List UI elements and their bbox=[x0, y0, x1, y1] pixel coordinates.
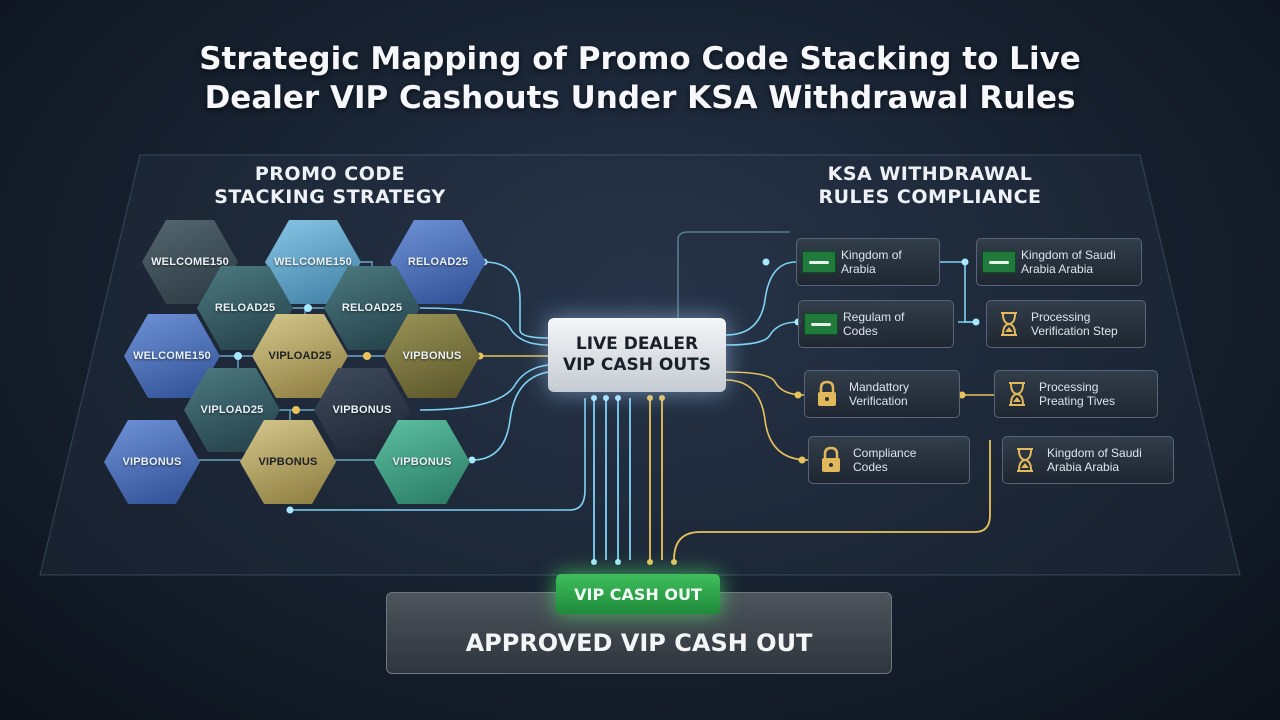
rule-line-1: Mandattory bbox=[849, 380, 910, 394]
ksa-heading-line-1: KSA WITHDRAWAL bbox=[827, 163, 1033, 185]
connector-node bbox=[468, 456, 476, 464]
title-line-2: Dealer VIP Cashouts Under KSA Withdrawal… bbox=[204, 80, 1076, 116]
promo-code-hex: VIPBONUS bbox=[374, 420, 470, 504]
hourglass-icon bbox=[987, 311, 1031, 337]
connector-node bbox=[647, 559, 653, 565]
connector-node bbox=[615, 559, 621, 565]
connector-node bbox=[363, 352, 371, 360]
rule-line-2: Arabia Arabia bbox=[1021, 262, 1094, 276]
rule-line-2: Arabia bbox=[841, 262, 876, 276]
connector-node bbox=[798, 456, 806, 464]
promo-heading-line-2: STACKING STRATEGY bbox=[214, 186, 446, 208]
rule-line-2: Codes bbox=[843, 324, 878, 338]
connector-node bbox=[659, 395, 665, 401]
connector-node bbox=[958, 391, 966, 399]
connector-node bbox=[591, 559, 597, 565]
connector-node bbox=[304, 304, 312, 312]
rule-line-1: Kingdom of Saudi bbox=[1047, 446, 1142, 460]
live-dealer-hub: LIVE DEALER VIP CASH OUTS bbox=[548, 318, 726, 392]
connector-node bbox=[292, 406, 300, 414]
rule-line-1: Regulam of bbox=[843, 310, 905, 324]
rule-line-1: Processing bbox=[1031, 310, 1091, 324]
saudi-flag-icon bbox=[977, 251, 1021, 273]
title-line-1: Strategic Mapping of Promo Code Stacking… bbox=[199, 41, 1081, 77]
connector-node bbox=[615, 395, 621, 401]
rule-line-1: Kingdom of bbox=[841, 248, 902, 262]
vip-cashout-label: VIP CASH OUT bbox=[574, 584, 702, 604]
promo-heading-line-1: PROMO CODE bbox=[254, 163, 406, 185]
rule-line-1: Kingdom of Saudi bbox=[1021, 248, 1116, 262]
hub-line-2: VIP CASH OUTS bbox=[563, 355, 711, 375]
connector-node bbox=[647, 395, 653, 401]
hourglass-icon bbox=[995, 381, 1039, 407]
promo-code-hex: VIPBONUS bbox=[240, 420, 336, 504]
connector-node bbox=[794, 391, 802, 399]
saudi-flag-icon bbox=[799, 313, 843, 335]
rule-line-2: Verification Step bbox=[1031, 324, 1118, 338]
connector-node bbox=[671, 559, 677, 565]
rule-line-2: Arabia Arabia bbox=[1047, 460, 1120, 474]
vip-cashout-pill: VIP CASH OUT bbox=[556, 574, 720, 614]
hub-to-cashout-lines bbox=[593, 398, 991, 561]
rule-line-2: Codes bbox=[853, 460, 888, 474]
connector-node bbox=[762, 258, 770, 266]
connector-node bbox=[591, 395, 597, 401]
promo-section-heading: PROMO CODE STACKING STRATEGY bbox=[200, 163, 460, 209]
ksa-section-heading: KSA WITHDRAWAL RULES COMPLIANCE bbox=[800, 163, 1060, 209]
connector-node bbox=[603, 395, 609, 401]
promo-code-hex: VIPBONUS bbox=[104, 420, 200, 504]
hub-line-1: LIVE DEALER bbox=[575, 334, 699, 354]
rule-line-2: Preating Tives bbox=[1039, 394, 1116, 408]
padlock-icon bbox=[809, 446, 853, 474]
hourglass-icon bbox=[1003, 447, 1047, 473]
hub-to-rules-lines bbox=[677, 231, 995, 461]
connector-nodes bbox=[234, 258, 980, 565]
connector-node bbox=[286, 506, 294, 514]
rule-line-2: Verification bbox=[849, 394, 908, 408]
connector-node bbox=[961, 258, 969, 266]
connector-node bbox=[972, 318, 980, 326]
promo-code-hex: VIPBONUS bbox=[384, 314, 480, 398]
saudi-flag-icon bbox=[797, 251, 841, 273]
ksa-heading-line-2: RULES COMPLIANCE bbox=[818, 186, 1042, 208]
connector-node bbox=[234, 352, 242, 360]
padlock-icon bbox=[805, 380, 849, 408]
rule-line-1: Compliance bbox=[853, 446, 917, 460]
approved-cashout-label: APPROVED VIP CASH OUT bbox=[465, 629, 813, 657]
rule-line-1: Processing bbox=[1039, 380, 1099, 394]
page-title: Strategic Mapping of Promo Code Stacking… bbox=[140, 40, 1140, 118]
promo-to-hub-lines bbox=[290, 261, 586, 511]
